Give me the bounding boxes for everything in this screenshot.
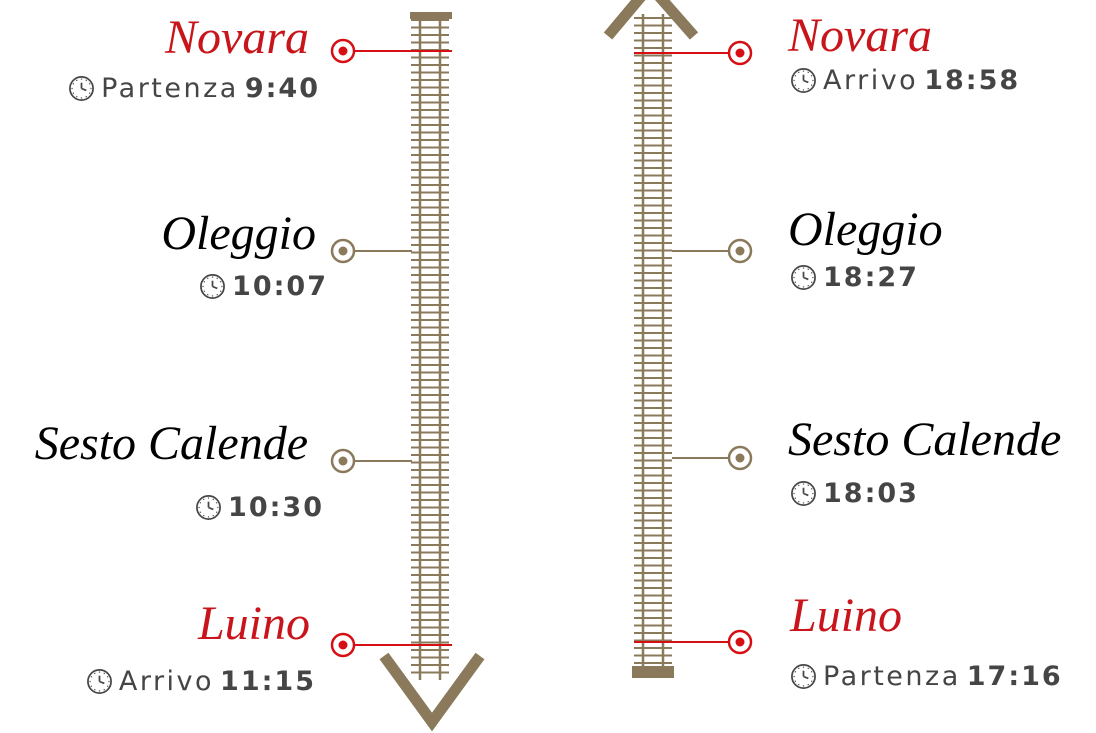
chevron-arrow-icon — [379, 652, 485, 732]
outbound-station-luino: Luino — [197, 597, 310, 650]
station-dot-center — [735, 637, 745, 647]
station-dot-center — [338, 640, 348, 650]
time-label: Partenza — [823, 661, 961, 692]
time-label: Partenza — [101, 73, 239, 104]
time-value: 18:27 — [823, 262, 919, 293]
return-time-novara: Arrivo 18:58 — [790, 67, 1020, 94]
outbound-time-sesto-calende: 10:30 — [195, 494, 324, 521]
return-station-novara: Novara — [788, 9, 932, 62]
clock-icon — [790, 480, 817, 507]
outbound-track — [411, 16, 449, 680]
station-dot-center — [735, 48, 745, 58]
clock-icon — [195, 494, 222, 521]
outbound-station-novara: Novara — [165, 11, 309, 64]
return-time-sesto-calende: 18:03 — [790, 480, 919, 507]
time-value: 10:07 — [232, 271, 328, 302]
return-station-oleggio: Oleggio — [788, 203, 943, 256]
time-label: Arrivo — [118, 666, 215, 697]
outbound-track-end-bar — [410, 12, 452, 19]
station-dot-center — [735, 453, 745, 463]
time-label: Arrivo — [823, 65, 919, 96]
outbound-station-sesto-calende: Sesto Calende — [34, 417, 308, 470]
station-dot-center — [338, 456, 348, 466]
outbound-time-luino: Arrivo 11:15 — [86, 668, 316, 695]
return-track — [634, 14, 672, 676]
return-station-sesto-calende: Sesto Calende — [788, 413, 1062, 466]
clock-icon — [68, 75, 95, 102]
time-value: 9:40 — [244, 73, 320, 104]
outbound-station-oleggio: Oleggio — [161, 207, 316, 260]
chevron-arrow-icon — [603, 0, 699, 40]
station-dot-center — [338, 246, 348, 256]
time-value: 18:58 — [924, 65, 1021, 96]
time-value: 18:03 — [823, 478, 919, 509]
outbound-time-novara: Partenza 9:40 — [68, 75, 320, 102]
time-value: 17:16 — [966, 661, 1063, 692]
return-track-end-bar — [632, 666, 674, 678]
return-time-oleggio: 18:27 — [790, 264, 919, 291]
time-value: 10:30 — [228, 492, 324, 523]
clock-icon — [86, 668, 113, 695]
outbound-time-oleggio: 10:07 — [199, 273, 328, 300]
station-dot-center — [735, 246, 745, 256]
clock-icon — [790, 264, 817, 291]
clock-icon — [790, 67, 817, 94]
station-dot-center — [338, 46, 348, 56]
return-time-luino: Partenza 17:16 — [790, 663, 1063, 690]
clock-icon — [790, 663, 817, 690]
time-value: 11:15 — [220, 666, 316, 697]
clock-icon — [199, 273, 226, 300]
return-station-luino: Luino — [790, 589, 903, 642]
